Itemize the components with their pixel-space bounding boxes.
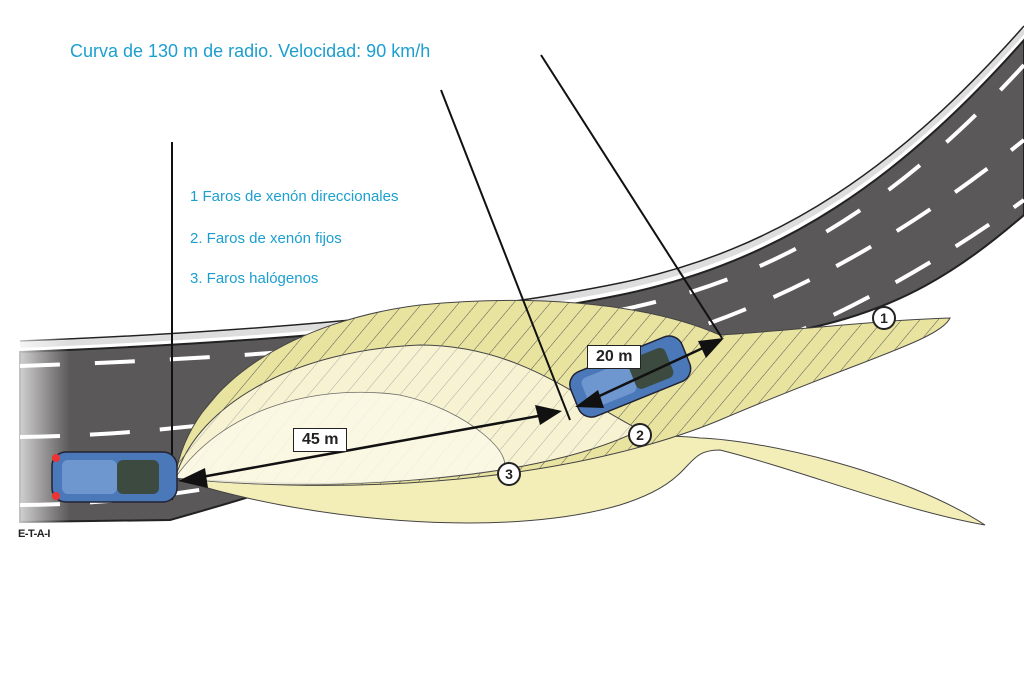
distance-label-20m: 20 m	[587, 345, 642, 369]
legend-item-1: 1 Faros de xenón direccionales	[190, 188, 399, 205]
arrowhead-icon	[535, 405, 562, 425]
marker-3: 3	[497, 462, 521, 486]
publisher-logo: E-T-A-I	[18, 528, 50, 540]
legend-item-2: 2. Faros de xenón fijos	[190, 230, 342, 247]
leader-line	[440, 89, 571, 421]
leader-line	[540, 54, 723, 339]
marker-2: 2	[628, 423, 652, 447]
road-shoulder	[19, 28, 1024, 348]
arrowhead-icon	[575, 390, 604, 408]
distance-label-45m: 45 m	[293, 428, 348, 452]
arrowhead-icon	[178, 468, 208, 488]
distance-arrow-45m	[184, 411, 556, 482]
car-rear	[51, 451, 178, 503]
legend-item-3: 3. Faros halógenos	[190, 270, 319, 287]
arrowhead-icon	[698, 338, 724, 358]
marker-1: 1	[872, 306, 896, 330]
diagram-title: Curva de 130 m de radio. Velocidad: 90 k…	[70, 41, 431, 61]
distance-arrow-20m	[579, 339, 719, 407]
